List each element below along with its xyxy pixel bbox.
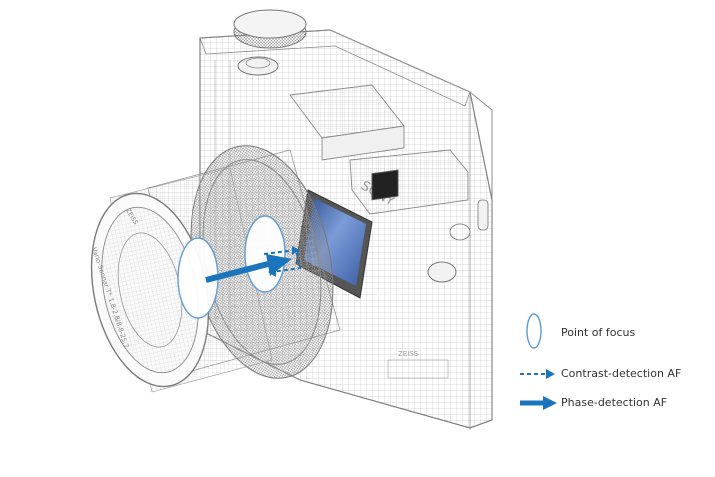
- mode-dial: [233, 9, 307, 76]
- solid-arrow-icon: [520, 396, 557, 410]
- side-controls: RX100 V ZEISS: [371, 169, 489, 358]
- legend-phase-detection: Phase-detection AF: [561, 396, 668, 409]
- contrast-detection-arrow: [263, 248, 302, 273]
- af-arrows: [205, 246, 302, 283]
- model-badge: RX100 V: [375, 290, 403, 298]
- phase-detection-arrow-shaft: [205, 261, 269, 283]
- flash-popup: [289, 84, 405, 161]
- legend-contrast-detection: Contrast-detection AF: [561, 367, 682, 380]
- legend-point-of-focus: Point of focus: [561, 326, 636, 339]
- legend-icons: [520, 313, 557, 410]
- ellipse-icon: [526, 313, 542, 349]
- body-logo: ZEISS: [398, 350, 419, 358]
- dashed-arrow-icon: [520, 369, 555, 379]
